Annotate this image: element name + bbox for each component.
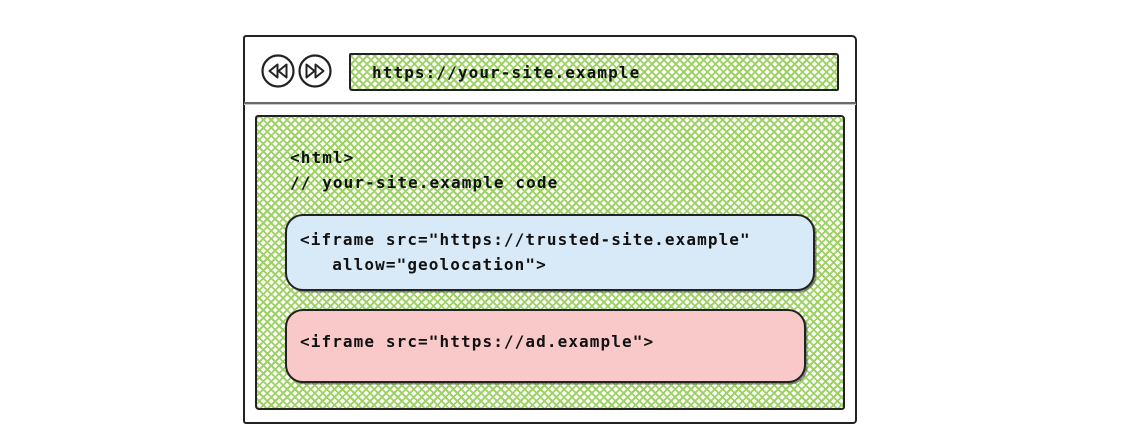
ad-iframe-code: <iframe src="https://ad.example">	[300, 332, 655, 351]
page-content: <html> // your-site.example code <iframe…	[255, 115, 845, 410]
rewind-icon	[260, 53, 296, 89]
toolbar-separator	[244, 102, 856, 106]
trusted-iframe-box: <iframe src="https://trusted-site.exampl…	[285, 214, 815, 291]
code-html-tag: <html>	[290, 148, 355, 167]
ad-iframe-box: <iframe src="https://ad.example">	[285, 309, 806, 383]
page-source-code: <html> // your-site.example code	[290, 145, 558, 195]
url-text: https://your-site.example	[372, 62, 641, 82]
trusted-iframe-code: <iframe src="https://trusted-site.exampl…	[300, 230, 751, 274]
back-button[interactable]	[260, 53, 296, 89]
browser-toolbar: https://your-site.example	[244, 37, 856, 106]
code-comment: // your-site.example code	[290, 173, 559, 192]
fast-forward-icon	[297, 53, 333, 89]
forward-button[interactable]	[297, 53, 333, 89]
url-bar[interactable]: https://your-site.example	[349, 53, 839, 91]
browser-window: https://your-site.example <html> // your…	[243, 35, 857, 424]
